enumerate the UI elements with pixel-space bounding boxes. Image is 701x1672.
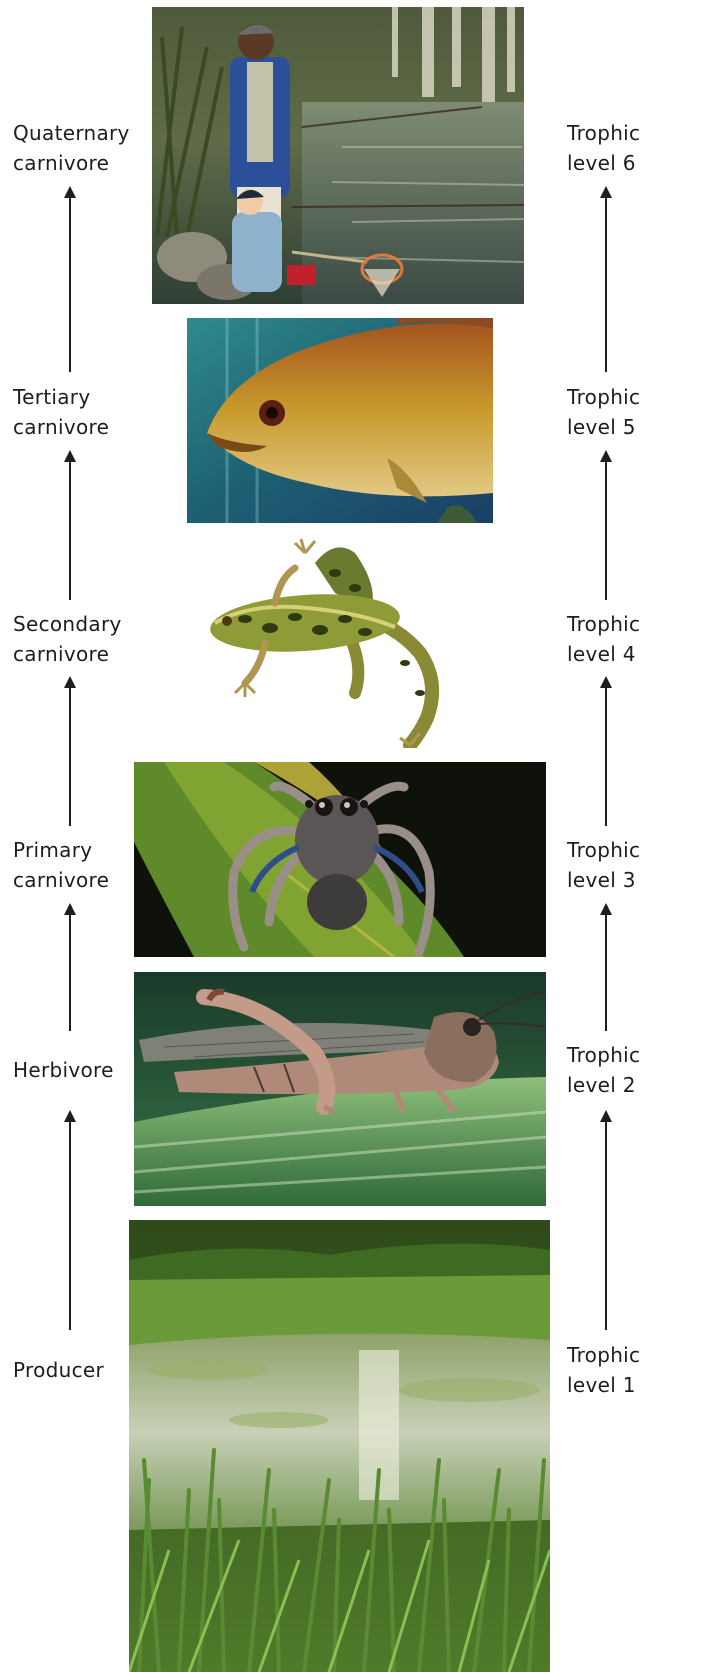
jumping-spider-photo [134,762,546,957]
father-and-child-fishing-photo [152,7,524,304]
largemouth-bass-photo [187,318,493,523]
arrow-up-left-5 [64,186,76,372]
arrow-up-right-3 [600,676,612,826]
arrow-up-left-3 [64,676,76,826]
arrow-up-right-5 [600,186,612,372]
grasshopper-photo [134,972,546,1206]
label-producer: Producer [13,1355,104,1385]
arrow-up-right-1 [600,1110,612,1330]
arrow-up-right-4 [600,450,612,600]
leopard-frog-photo [205,533,445,748]
arrow-up-left-1 [64,1110,76,1330]
arrow-up-right-2 [600,903,612,1031]
pond-vegetation-photo [129,1220,550,1672]
label-herbivore: Herbivore [13,1055,114,1085]
arrow-up-left-2 [64,903,76,1031]
arrow-up-left-4 [64,450,76,600]
